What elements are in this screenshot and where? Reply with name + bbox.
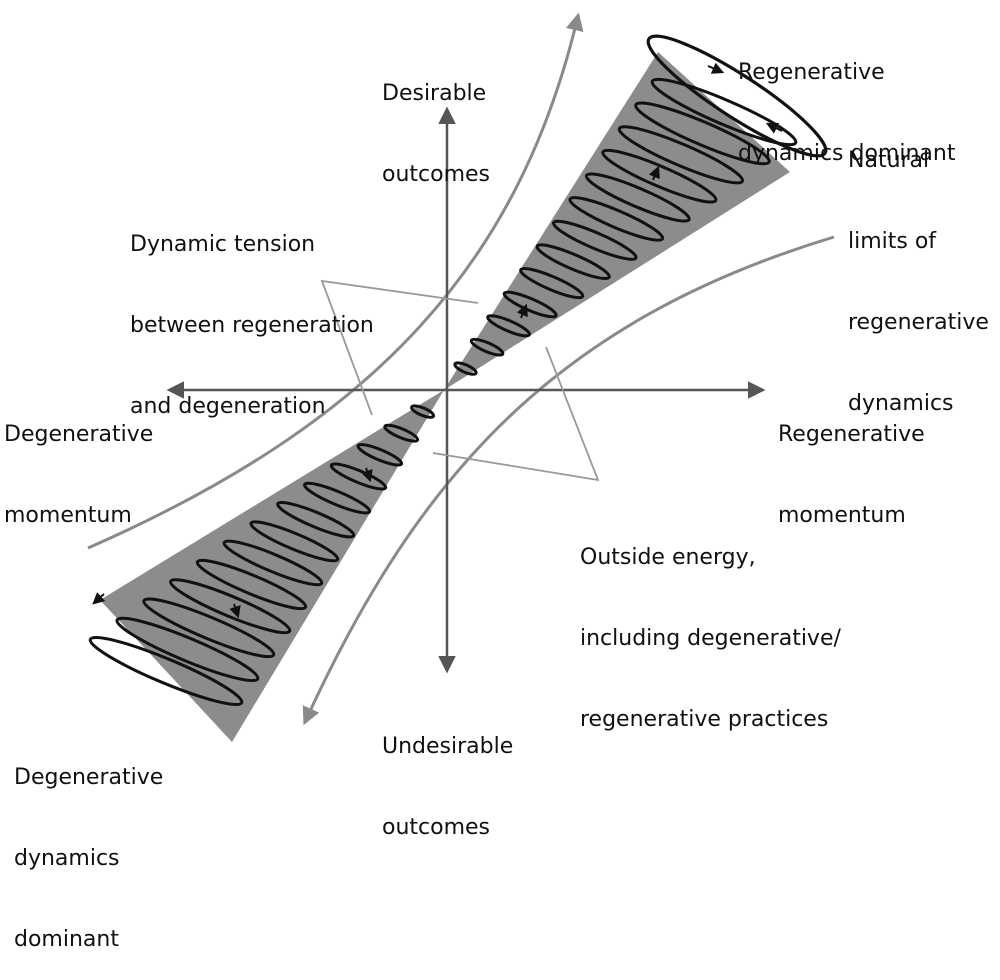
spiral-arrow-up-1 <box>648 165 660 181</box>
regeneration-diagram <box>87 12 835 742</box>
spiral-coil <box>356 443 404 467</box>
outside-energy-line-2: including degenerative/ <box>580 626 841 651</box>
spiral-coil <box>568 196 665 242</box>
spiral <box>88 77 798 707</box>
degenerative-cone <box>100 390 444 742</box>
spiral-coil <box>222 539 324 587</box>
natural-limits-line-1: Natural <box>848 148 930 173</box>
label-natural-limits: Natural limits of regenerative dynamics <box>848 93 989 444</box>
regen-momentum-line-1: Regenerative <box>778 422 925 447</box>
spiral-coil <box>195 558 308 611</box>
spiral-coil <box>650 77 798 147</box>
spiral-arrow-down-2 <box>229 603 241 619</box>
label-regenerative-dynamics-dominant: Regenerative dynamics dominant <box>738 5 955 194</box>
natural-limits-line-2: limits of <box>848 229 937 254</box>
label-degenerative-momentum: Degenerative momentum <box>4 367 153 556</box>
spiral-coil <box>142 597 276 659</box>
spiral-coil <box>303 481 372 515</box>
natural-limits-ellipse <box>646 34 828 158</box>
desirable-line-1: Desirable <box>382 81 487 106</box>
spiral-arrow-up-2 <box>516 303 528 319</box>
tension-line-2: between regeneration <box>130 313 374 338</box>
spiral-coil <box>329 462 388 491</box>
spiral-coil <box>584 172 691 223</box>
label-desirable-outcomes: Desirable outcomes <box>382 26 490 215</box>
label-outside-energy: Outside energy, including degenerative/ … <box>580 490 841 760</box>
spiral-coil <box>634 101 771 166</box>
curve-bottom-right-arrow <box>302 235 835 726</box>
tension-pointer <box>320 279 479 416</box>
spiral-coil <box>552 219 638 261</box>
spiral-coil <box>249 520 340 563</box>
spiral-arrow-end <box>92 592 106 605</box>
outside-energy-line-3: regenerative practices <box>580 707 829 732</box>
degen-dominant-line-1: Degenerative <box>14 765 164 790</box>
outside-energy-line-1: Outside energy, <box>580 545 756 570</box>
spiral-arrow-down-1 <box>361 467 373 483</box>
natural-limits-line-3: regenerative <box>848 310 989 335</box>
curve-top-left-arrow <box>87 12 584 550</box>
spiral-coil <box>453 361 478 376</box>
spiral-coil <box>502 290 558 319</box>
spiral-coil <box>601 148 718 204</box>
regen-momentum-line-2: momentum <box>778 503 906 528</box>
spiral-coil <box>276 501 356 539</box>
degen-momentum-line-1: Degenerative <box>4 422 154 447</box>
spiral-coil <box>169 578 292 635</box>
spiral-coil <box>519 267 585 300</box>
desirable-line-2: outcomes <box>382 162 491 187</box>
spiral-coil <box>410 404 436 419</box>
spiral-coil <box>535 243 611 281</box>
spiral-coil <box>115 616 260 683</box>
label-undesirable-outcomes: Undesirable outcomes <box>382 679 513 868</box>
natural-limits-line-4: dynamics <box>848 391 954 416</box>
undesirable-line-1: Undesirable <box>382 734 514 759</box>
regenerative-cone <box>444 52 790 390</box>
spiral-coil <box>617 125 745 185</box>
degen-momentum-line-2: momentum <box>4 503 132 528</box>
spiral-coil <box>88 635 244 707</box>
undesirable-line-2: outcomes <box>382 815 491 840</box>
label-degenerative-dynamics-dominant: Degenerative dynamics dominant <box>14 710 163 980</box>
tension-line-1: Dynamic tension <box>130 232 316 257</box>
tension-line-3: and degeneration <box>130 394 326 419</box>
degen-dominant-line-2: dynamics <box>14 846 120 871</box>
outside-energy-pointer <box>432 346 600 482</box>
ellipse-arrow-left <box>765 122 783 134</box>
spiral-coil <box>486 314 531 338</box>
label-regenerative-momentum: Regenerative momentum <box>778 367 925 556</box>
ellipse-arrow-right <box>707 62 725 74</box>
regen-dominant-line-2: dynamics dominant <box>738 141 956 166</box>
regen-dominant-line-1: Regenerative <box>738 60 885 85</box>
spiral-coil <box>383 423 420 443</box>
label-dynamic-tension: Dynamic tension between regeneration and… <box>130 177 374 447</box>
spiral-coil <box>469 337 505 357</box>
degen-dominant-line-3: dominant <box>14 927 119 952</box>
